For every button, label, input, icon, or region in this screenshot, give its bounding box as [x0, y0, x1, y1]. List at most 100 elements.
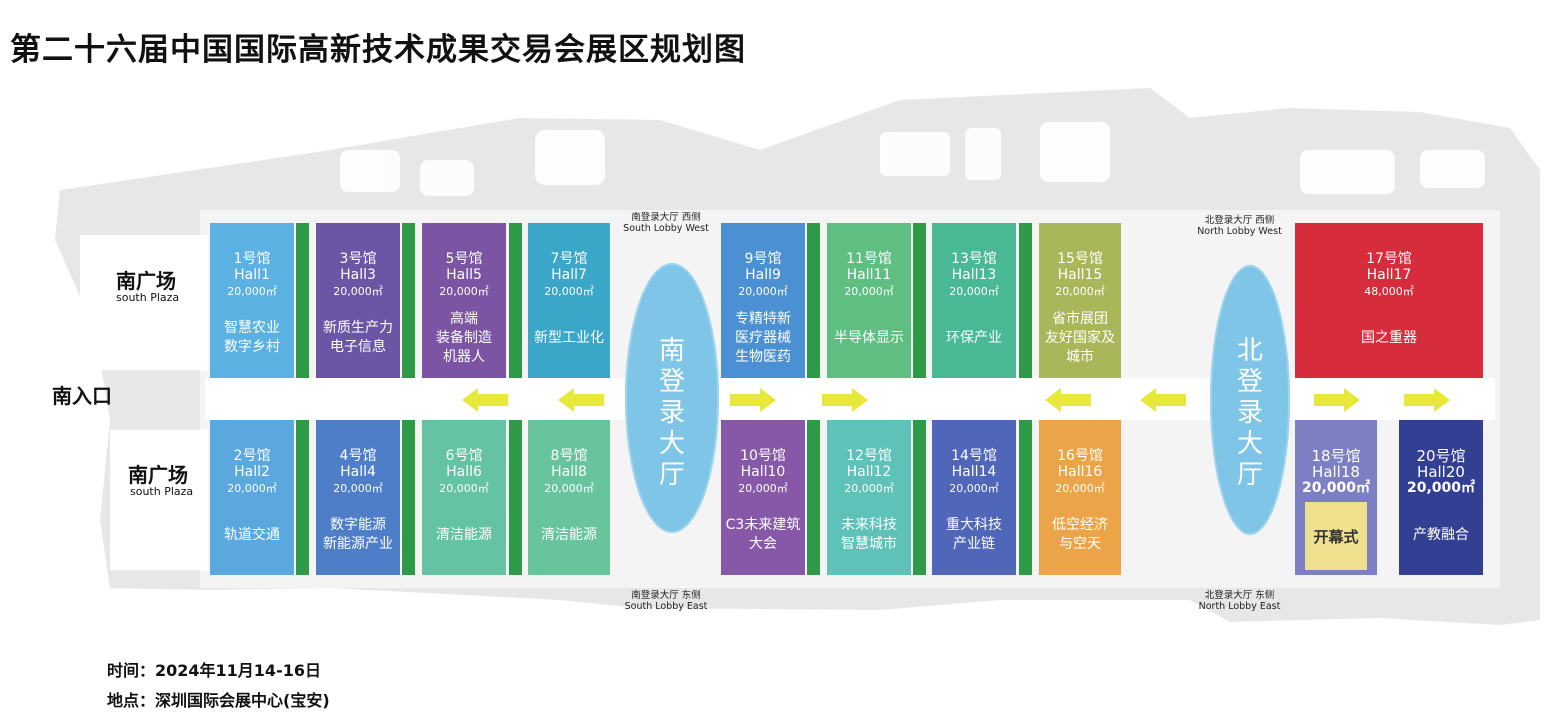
hall-area: 20,000㎡: [844, 482, 894, 495]
hall-theme: 高端装备制造机器人: [436, 310, 492, 365]
hall-name-en: Hall9: [745, 267, 781, 283]
hall-name-en: Hall16: [1057, 464, 1103, 480]
hall-area: 20,000㎡: [544, 482, 594, 495]
connector: [509, 223, 522, 378]
arrow-left-icon: [1045, 388, 1091, 412]
hall-area: 48,000㎡: [1364, 285, 1414, 298]
hall-number: 18号馆: [1311, 447, 1361, 465]
hall-name-en: Hall17: [1366, 267, 1412, 283]
page-title: 第二十六届中国国际高新技术成果交易会展区规划图: [10, 32, 746, 68]
hall-area: 20,000㎡: [949, 482, 999, 495]
north-lobby-west-label: 北登录大厅 西侧 North Lobby West: [1182, 215, 1297, 237]
hall-theme: 产教融合: [1413, 526, 1469, 543]
hall-theme: 数字能源新能源产业: [323, 517, 393, 552]
hall-number: 8号馆: [550, 448, 588, 464]
hall-name-en: Hall11: [846, 267, 892, 283]
arrow-left-icon: [1140, 388, 1186, 412]
connector: [509, 420, 522, 575]
connector: [807, 223, 820, 378]
hall-name-en: Hall3: [340, 267, 376, 283]
hall-name-en: Hall10: [740, 464, 786, 480]
hall-area: 20,000㎡: [1301, 480, 1371, 496]
arrow-left-icon: [462, 388, 508, 412]
south-lobby-text: 南登录大厅: [658, 336, 685, 490]
hall-theme: 未来科技智慧城市: [841, 517, 897, 552]
hall-number: 20号馆: [1416, 447, 1466, 465]
south-lobby-east-en: South Lobby East: [624, 601, 708, 612]
hall-area: 20,000㎡: [949, 285, 999, 298]
hall-name-en: Hall1: [234, 267, 270, 283]
north-lobby-west-en: North Lobby West: [1197, 226, 1282, 237]
north-lobby[interactable]: [1210, 265, 1290, 535]
south-lobby-west-en: South Lobby West: [623, 223, 709, 234]
hall-theme: 清洁能源: [541, 526, 597, 543]
arrow-right-icon: [822, 388, 868, 412]
south-plaza-upper-en: south Plaza: [116, 291, 180, 304]
south-lobby[interactable]: [625, 263, 719, 533]
connector: [296, 420, 309, 575]
opening-ceremony-stage[interactable]: 开幕式: [1305, 502, 1367, 570]
hall-name-en: Hall14: [951, 464, 997, 480]
hall-number: 11号馆: [846, 251, 892, 267]
hall-area: 20,000㎡: [227, 482, 277, 495]
north-lobby-west-cn: 北登录大厅 西侧: [1204, 215, 1275, 226]
hall-theme: 半导体显示: [834, 329, 904, 346]
hall-theme: 重大科技产业链: [946, 517, 1002, 552]
hall-number: 9号馆: [744, 251, 782, 267]
hall-area: 20,000㎡: [544, 285, 594, 298]
hall-theme: 智慧农业数字乡村: [224, 320, 280, 355]
south-lobby-west-cn: 南登录大厅 西侧: [631, 212, 701, 223]
arrow-right-icon: [730, 388, 776, 412]
south-lobby-west-label: 南登录大厅 西侧 South Lobby West: [611, 212, 721, 234]
south-entrance-label: 南入口: [52, 384, 112, 408]
hall-theme: 低空经济与空天: [1052, 517, 1108, 552]
connector: [913, 223, 926, 378]
hall-number: 5号馆: [445, 251, 483, 267]
hall-area: 20,000㎡: [1406, 480, 1476, 496]
arrow-left-icon: [558, 388, 604, 412]
south-plaza-upper-label: 南广场: [116, 269, 176, 293]
north-lobby-east-label: 北登录大厅 东侧 North Lobby East: [1182, 590, 1297, 612]
hall-theme: 清洁能源: [436, 526, 492, 543]
hall-area: 20,000㎡: [738, 285, 788, 298]
arrow-right-icon: [1314, 388, 1360, 412]
hall-number: 1号馆: [233, 251, 271, 267]
hall-area: 20,000㎡: [227, 285, 277, 298]
hall-number: 16号馆: [1057, 448, 1103, 464]
hall-number: 15号馆: [1057, 251, 1103, 267]
hall-theme: 新质生产力电子信息: [323, 320, 393, 355]
hall-number: 2号馆: [233, 448, 271, 464]
north-lobby-text: 北登录大厅: [1236, 336, 1263, 490]
hall-area: 20,000㎡: [333, 285, 383, 298]
event-time: 时间：2024年11月14-16日: [107, 661, 321, 680]
hall-name-en: Hall7: [551, 267, 587, 283]
hall-number: 7号馆: [550, 251, 588, 267]
hall-number: 10号馆: [740, 448, 786, 464]
hall-area: 20,000㎡: [738, 482, 788, 495]
hall-name-en: Hall2: [234, 464, 270, 480]
hall-name-en: Hall18: [1312, 463, 1360, 481]
connector: [296, 223, 309, 378]
hall-number: 6号馆: [445, 448, 483, 464]
south-plaza-lower-label: 南广场: [128, 463, 188, 487]
connector: [402, 223, 415, 378]
